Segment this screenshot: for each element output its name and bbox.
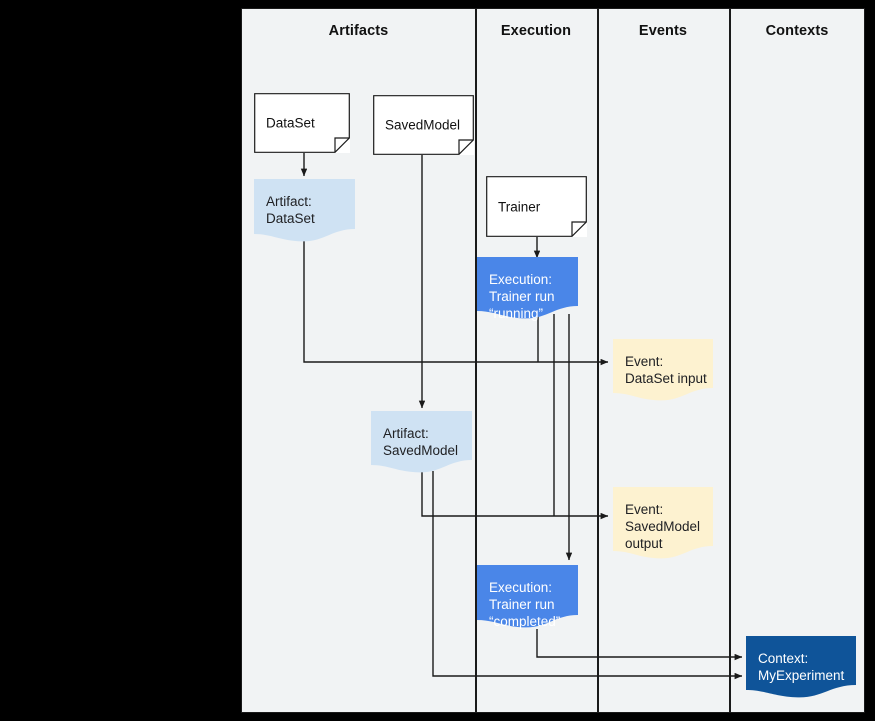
lane-header-contexts: Contexts: [765, 23, 829, 39]
wave-shape: [613, 339, 713, 401]
edge-artifact-savedmodel-to-event-output: [421, 471, 609, 520]
edge-execution-completed-to-context: [536, 629, 743, 661]
node-label: Event: DataSet input: [625, 354, 707, 386]
node-label: Event: SavedModel output: [625, 502, 701, 551]
wave-shape: [613, 487, 713, 559]
node-label: Execution: Trainer run “completed”: [489, 580, 561, 629]
wave-shape: [254, 179, 355, 242]
node-label: DataSet: [266, 115, 315, 131]
wave-shape: [477, 565, 578, 628]
wave-shape: [371, 411, 472, 473]
node-label: Execution: Trainer run “running”: [489, 272, 555, 321]
lane-header-artifacts: Artifacts: [328, 23, 389, 39]
node-context-myexperiment[interactable]: Context: MyExperiment: [746, 636, 856, 698]
document-shape: [254, 93, 350, 153]
wave-shape: [746, 636, 856, 698]
node-label: Artifact: SavedModel: [383, 426, 459, 458]
node-label: Artifact: DataSet: [266, 194, 315, 226]
node-execution-running[interactable]: Execution: Trainer run “running”: [477, 257, 578, 321]
node-artifact-dataset[interactable]: Artifact: DataSet: [254, 179, 355, 242]
lane-header-execution: Execution: [500, 23, 572, 39]
swimlane-diagram: Artifacts Execution Events Contexts: [241, 8, 865, 713]
lane-header-events: Events: [638, 23, 688, 39]
lane-divider-events-contexts: [729, 9, 731, 712]
node-savedmodel-document[interactable]: SavedModel: [373, 95, 474, 155]
lane-divider-execution-events: [597, 9, 599, 712]
node-label: Context: MyExperiment: [758, 651, 845, 683]
wave-shape: [477, 257, 578, 319]
node-label: Trainer: [498, 199, 541, 214]
node-trainer-document[interactable]: Trainer: [486, 176, 587, 237]
document-shape: [373, 95, 474, 155]
node-execution-completed[interactable]: Execution: Trainer run “completed”: [477, 565, 578, 629]
node-event-savedmodel-output[interactable]: Event: SavedModel output: [613, 487, 713, 559]
node-label: SavedModel: [385, 117, 461, 133]
document-shape: [486, 176, 587, 237]
node-event-dataset-input[interactable]: Event: DataSet input: [613, 339, 713, 401]
node-dataset-document[interactable]: DataSet: [254, 93, 350, 153]
node-artifact-savedmodel[interactable]: Artifact: SavedModel: [371, 411, 472, 473]
